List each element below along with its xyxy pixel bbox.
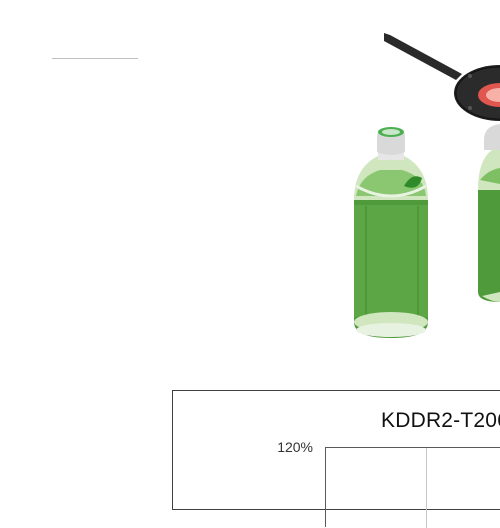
- plot-area: [325, 447, 500, 528]
- chart-title: KDDR2-T206: [381, 409, 500, 432]
- bottle-right: [478, 124, 500, 302]
- y-tick-label: 120%: [277, 439, 313, 455]
- bottle-left: [354, 127, 428, 338]
- bottle-illustration: [354, 33, 500, 338]
- sensor-ring: [454, 65, 500, 121]
- support-arm: [384, 33, 462, 80]
- plot-gridline: [426, 448, 427, 528]
- divider-line: [52, 58, 138, 59]
- chart-frame: KDDR2-T206 120%: [172, 390, 500, 528]
